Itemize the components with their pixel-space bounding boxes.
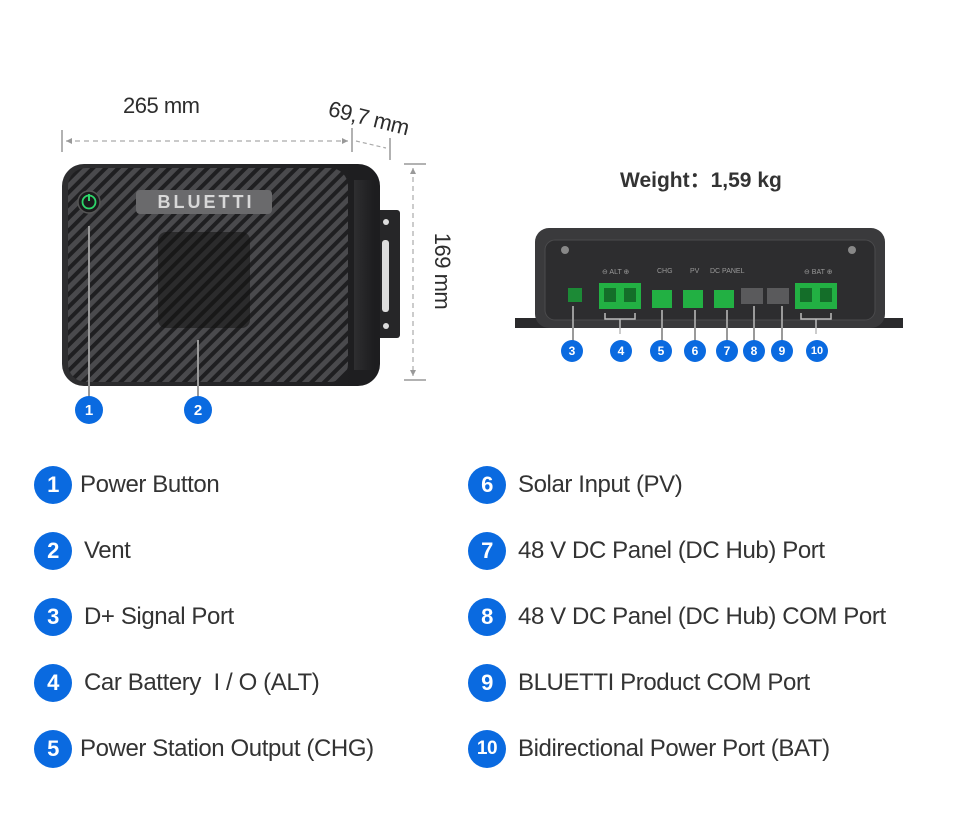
- power-button-housing: [77, 190, 101, 214]
- port-bluetti-com: [767, 288, 789, 304]
- legend-label: Power Station Output (CHG): [80, 735, 374, 762]
- callout-1: 1: [75, 396, 103, 424]
- weight-text: Weight：1,59 kg: [620, 164, 782, 194]
- callout-6: 6: [684, 340, 706, 362]
- leader-line-7: [726, 310, 728, 342]
- device-front-view: [62, 164, 400, 386]
- brand-logo: BLUETTI: [157, 192, 255, 212]
- leader-line-2: [197, 340, 199, 398]
- label-dc-panel: DC PANEL: [710, 268, 745, 275]
- legend-item-3: 3 D+ Signal Port: [34, 598, 234, 636]
- leader-line-6: [694, 310, 696, 342]
- label-bat: ⊖ BAT ⊕: [804, 269, 833, 276]
- leader-line-9: [781, 306, 783, 342]
- legend-badge: 5: [34, 730, 72, 768]
- legend-item-6: 6 Solar Input (PV): [468, 466, 683, 504]
- screw-left: [561, 246, 569, 254]
- depth-dashed-line: [355, 140, 387, 149]
- legend-item-5: 5 Power Station Output (CHG): [34, 730, 374, 768]
- label-alt: ⊖ ALT ⊕: [602, 269, 630, 276]
- callout-10: 10: [806, 340, 828, 362]
- legend-label: Vent: [84, 537, 131, 564]
- callout-2: 2: [184, 396, 212, 424]
- legend-label: D+ Signal Port: [84, 603, 234, 630]
- legend-badge: 4: [34, 664, 72, 702]
- leader-line-8: [753, 306, 755, 342]
- label-chg: CHG: [657, 268, 673, 275]
- legend-badge: 3: [34, 598, 72, 636]
- callout-4: 4: [610, 340, 632, 362]
- side-perforations: [354, 180, 374, 370]
- screw-right: [848, 246, 856, 254]
- port-chg: [652, 290, 672, 308]
- leader-line-5: [661, 310, 663, 342]
- legend-label: Bidirectional Power Port (BAT): [518, 735, 830, 762]
- label-pv: PV: [690, 268, 700, 275]
- weight-value: 1,59 kg: [710, 169, 782, 192]
- leader-line-1: [88, 226, 90, 398]
- legend-label: BLUETTI Product COM Port: [518, 669, 810, 696]
- port-pv: [683, 290, 703, 308]
- dimension-lines: [61, 128, 426, 381]
- legend-item-9: 9 BLUETTI Product COM Port: [468, 664, 810, 702]
- callout-9: 9: [771, 340, 793, 362]
- legend-label: Solar Input (PV): [518, 471, 683, 498]
- legend-label: 48 V DC Panel (DC Hub) Port: [518, 537, 825, 564]
- legend-badge: 6: [468, 466, 506, 504]
- port-dc-hub-com: [741, 288, 763, 304]
- device-port-panel-view: [515, 228, 903, 334]
- legend-badge: 2: [34, 532, 72, 570]
- callout-3: 3: [561, 340, 583, 362]
- callout-8: 8: [743, 340, 765, 362]
- legend-item-7: 7 48 V DC Panel (DC Hub) Port: [468, 532, 825, 570]
- legend-item-1: 1 Power Button: [34, 466, 220, 504]
- legend-item-10: 10 Bidirectional Power Port (BAT): [468, 730, 830, 768]
- width-dimension-label: 265 mm: [123, 93, 200, 118]
- legend-badge: 1: [34, 466, 72, 504]
- legend-label: 48 V DC Panel (DC Hub) COM Port: [518, 603, 886, 630]
- legend-label: Power Button: [80, 471, 220, 498]
- legend-badge: 7: [468, 532, 506, 570]
- legend-badge: 8: [468, 598, 506, 636]
- legend-item-4: 4 Car Battery I / O (ALT): [34, 664, 320, 702]
- callout-7: 7: [716, 340, 738, 362]
- legend-item-2: 2 Vent: [34, 532, 131, 570]
- legend-item-8: 8 48 V DC Panel (DC Hub) COM Port: [468, 598, 886, 636]
- logo-plate: [136, 190, 272, 214]
- leader-line-3: [572, 306, 574, 342]
- port-d-plus: [568, 288, 582, 302]
- port-dc-panel: [714, 290, 734, 308]
- vent-grille: [158, 232, 250, 328]
- callout-5: 5: [650, 340, 672, 362]
- weight-label: Weight：: [620, 169, 711, 192]
- legend-badge: 10: [468, 730, 506, 768]
- legend-label: Car Battery I / O (ALT): [84, 669, 320, 696]
- legend-badge: 9: [468, 664, 506, 702]
